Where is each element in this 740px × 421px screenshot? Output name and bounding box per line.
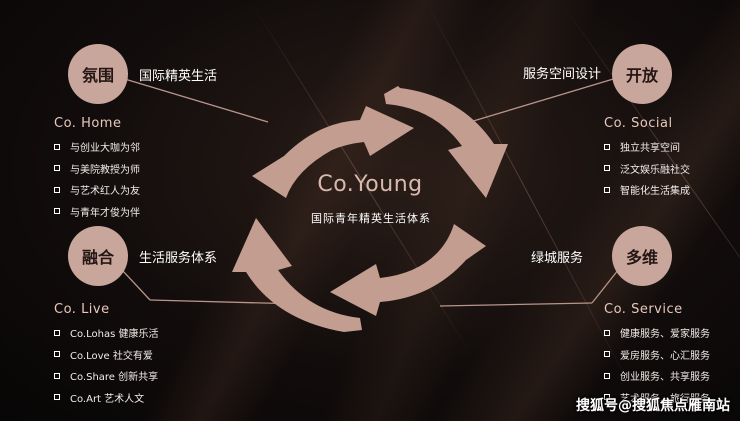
center-title: Co.Young xyxy=(317,172,423,197)
cycle-arrow-bottom xyxy=(330,224,486,316)
list-item: Co.Lohas 健康乐活 xyxy=(54,322,158,344)
list-item: 创业服务、共享服务 xyxy=(604,365,710,387)
tagline-bottom-left: 生活服务体系 xyxy=(139,251,218,266)
square-bullet-icon xyxy=(54,372,60,379)
category-top-left: Co. Home xyxy=(54,116,122,131)
square-bullet-icon xyxy=(604,165,610,172)
watermark: 搜狐号@搜狐焦点雁南站 xyxy=(576,398,730,414)
square-bullet-icon xyxy=(604,351,610,358)
category-bottom-right: Co. Service xyxy=(604,302,683,317)
tagline-top-right: 服务空间设计 xyxy=(523,67,602,82)
square-bullet-icon xyxy=(604,329,610,336)
category-top-right: Co. Social xyxy=(604,116,673,131)
connector-line-top-left xyxy=(107,73,269,123)
list-top-left: 与创业大咖为邻 与美院教授为师 与艺术红人为友 与青年才俊为伴 xyxy=(54,136,140,222)
square-bullet-icon xyxy=(604,186,610,193)
cycle-arrow-left xyxy=(232,218,362,332)
square-bullet-icon xyxy=(54,186,60,193)
square-bullet-icon xyxy=(604,394,610,401)
circle-top-right: 开放 xyxy=(612,44,672,104)
category-bottom-left: Co. Live xyxy=(54,302,110,317)
square-bullet-icon xyxy=(54,329,60,336)
connector-line-top-right xyxy=(469,73,631,123)
list-item: Co.Art 艺术人文 xyxy=(54,387,158,409)
list-item: Co.Share 创新共享 xyxy=(54,365,158,387)
square-bullet-icon xyxy=(54,165,60,172)
circle-top-left: 氛围 xyxy=(68,44,128,104)
list-item: 与美院教授为师 xyxy=(54,158,140,180)
list-item: Co.Love 社交有爱 xyxy=(54,344,158,366)
center-subtitle: 国际青年精英生活体系 xyxy=(311,212,431,225)
list-item: 健康服务、爱家服务 xyxy=(604,322,710,344)
square-bullet-icon xyxy=(54,394,60,401)
list-item: 泛文娱乐融社交 xyxy=(604,158,690,180)
list-item: 与艺术红人为友 xyxy=(54,179,140,201)
square-bullet-icon xyxy=(604,372,610,379)
list-item: 智能化生活集成 xyxy=(604,179,690,201)
list-bottom-right: 健康服务、爱家服务 爱房服务、心汇服务 创业服务、共享服务 艺术服务、旅行服务 xyxy=(604,322,710,408)
list-top-right: 独立共享空间 泛文娱乐融社交 智能化生活集成 xyxy=(604,136,690,201)
square-bullet-icon xyxy=(54,351,60,358)
list-item: 独立共享空间 xyxy=(604,136,690,158)
tagline-top-left: 国际精英生活 xyxy=(139,69,218,84)
cycle-arrow-right xyxy=(384,86,508,198)
cycle-arrow-top xyxy=(252,106,414,198)
list-bottom-left: Co.Lohas 健康乐活 Co.Love 社交有爱 Co.Share 创新共享… xyxy=(54,322,158,408)
circle-bottom-left: 融合 xyxy=(68,226,128,286)
square-bullet-icon xyxy=(54,143,60,150)
square-bullet-icon xyxy=(604,143,610,150)
connector-line-bottom-right-ext xyxy=(439,302,593,307)
square-bullet-icon xyxy=(54,208,60,215)
circle-bottom-right: 多维 xyxy=(612,226,672,286)
list-item: 爱房服务、心汇服务 xyxy=(604,344,710,366)
list-item: 艺术服务、旅行服务 xyxy=(604,387,710,409)
tagline-bottom-right: 绿城服务 xyxy=(531,251,584,266)
list-item: 与青年才俊为伴 xyxy=(54,201,140,223)
list-item: 与创业大咖为邻 xyxy=(54,136,140,158)
